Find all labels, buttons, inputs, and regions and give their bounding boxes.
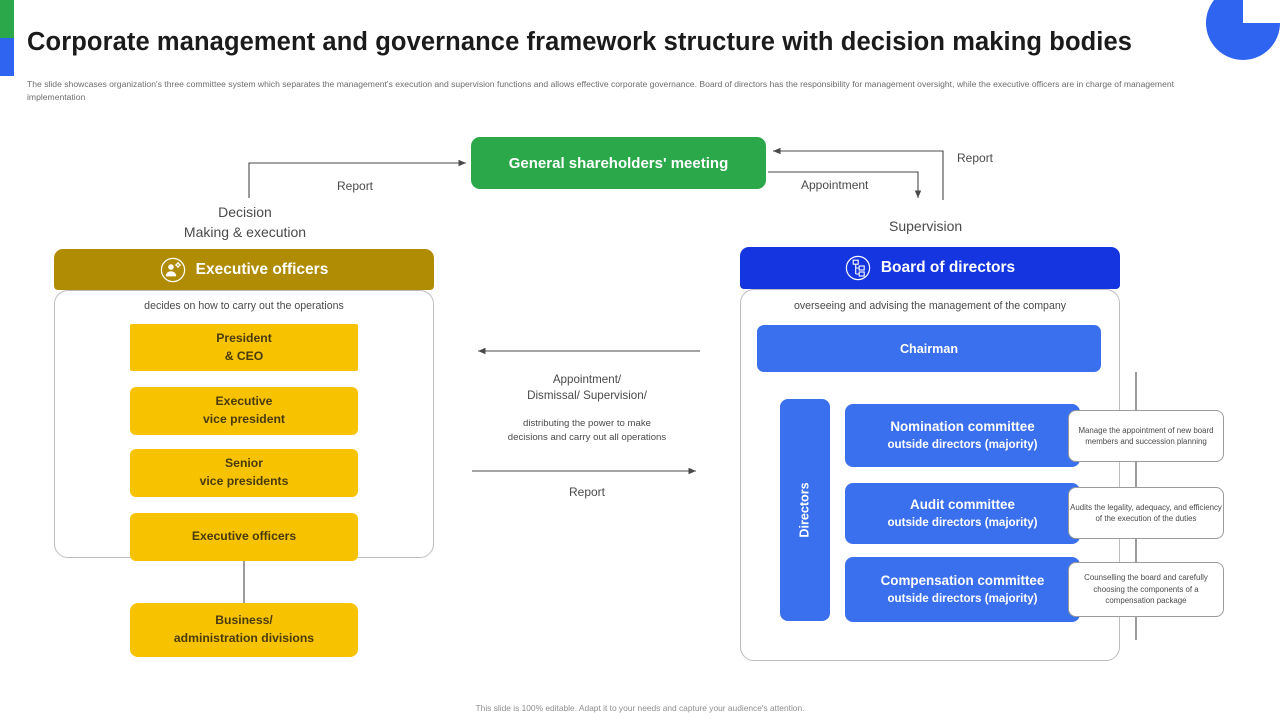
committee-nomination-name: Nomination committee xyxy=(890,418,1035,434)
label-decision-line2: Making & execution xyxy=(183,223,307,240)
middle-flow-detail-line1: distributing the power to make xyxy=(523,418,651,429)
executive-officers-header[interactable]: Executive officers xyxy=(54,249,434,290)
directors-bar-label: Directors xyxy=(798,482,813,538)
role-evp-line1: Executive xyxy=(215,394,273,409)
committee-description-audit: Audits the legality, adequacy, and effic… xyxy=(1068,487,1224,539)
middle-flow-down-line1: Appointment/ xyxy=(552,373,622,386)
committee-box-nomination[interactable]: Nomination committee outside directors (… xyxy=(845,404,1080,467)
left-edge-blue-bar xyxy=(0,38,14,76)
committee-compensation-name: Compensation committee xyxy=(880,572,1045,588)
divisions-line1: Business/ xyxy=(215,613,273,628)
board-of-directors-header[interactable]: Board of directors xyxy=(740,247,1120,289)
role-evp-line2: vice president xyxy=(203,412,285,426)
label-decision-making: Decision Making & execution xyxy=(178,203,312,243)
committee-box-audit[interactable]: Audit committee outside directors (major… xyxy=(845,483,1080,544)
executive-officers-caption: decides on how to carry out the operatio… xyxy=(144,300,344,312)
general-shareholders-meeting-box[interactable]: General shareholders' meeting xyxy=(471,137,766,189)
divisions-line2: administration divisions xyxy=(173,631,315,645)
chairman-box[interactable]: Chairman xyxy=(757,325,1101,372)
label-report-left: Report xyxy=(337,179,374,193)
page-subtitle: The slide showcases organization's three… xyxy=(27,79,1175,103)
officer-person-gear-icon xyxy=(160,257,185,282)
role-box-president[interactable]: President & CEO xyxy=(130,324,358,371)
footer-note: This slide is 100% editable. Adapt it to… xyxy=(475,703,805,713)
role-box-executive-vice-president[interactable]: Executive vice president xyxy=(130,387,358,435)
role-svp-line2: vice presidents xyxy=(199,474,289,488)
label-decision-line1: Decision xyxy=(218,204,272,220)
business-administration-divisions-box[interactable]: Business/ administration divisions xyxy=(130,603,358,657)
executive-officers-header-label: Executive officers xyxy=(195,260,329,278)
label-supervision: Supervision xyxy=(889,218,963,234)
middle-flow-up-label: Report xyxy=(568,485,606,499)
middle-flow-down-line2: Dismissal/ Supervision/ xyxy=(527,389,647,403)
committee-nomination-composition: outside directors (majority) xyxy=(887,437,1038,451)
middle-flow-down-label: Appointment/ Dismissal/ Supervision/ xyxy=(466,372,708,405)
board-of-directors-header-label: Board of directors xyxy=(880,259,1016,276)
left-edge-green-bar xyxy=(0,0,14,38)
middle-flow-detail-label: distributing the power to make decisions… xyxy=(466,417,708,444)
org-chart-icon xyxy=(845,255,871,281)
role-president-line2: & CEO xyxy=(224,348,264,363)
role-exec-officers-line1: Executive officers xyxy=(191,529,297,544)
role-svp-line1: Senior xyxy=(225,456,263,471)
page-title: Corporate management and governance fram… xyxy=(27,28,1133,56)
directors-bar: Directors xyxy=(780,399,830,621)
role-box-senior-vice-presidents[interactable]: Senior vice presidents xyxy=(130,449,358,497)
committee-audit-composition: outside directors (majority) xyxy=(887,515,1038,529)
label-report-right: Report xyxy=(957,151,994,165)
label-appointment: Appointment xyxy=(801,178,869,192)
committee-compensation-composition: outside directors (majority) xyxy=(887,591,1038,605)
board-of-directors-caption: overseeing and advising the management o… xyxy=(793,300,1067,312)
role-box-executive-officers[interactable]: Executive officers xyxy=(130,513,358,561)
corner-pie-icon xyxy=(1206,0,1280,60)
committee-description-compensation: Counselling the board and carefully choo… xyxy=(1068,562,1224,617)
committee-box-compensation[interactable]: Compensation committee outside directors… xyxy=(845,557,1080,622)
middle-flow-detail-line2: decisions and carry out all operations xyxy=(507,431,667,443)
committee-audit-name: Audit committee xyxy=(910,496,1015,512)
committee-description-nomination: Manage the appointment of new board memb… xyxy=(1068,410,1224,462)
role-president-line1: President xyxy=(216,330,272,345)
